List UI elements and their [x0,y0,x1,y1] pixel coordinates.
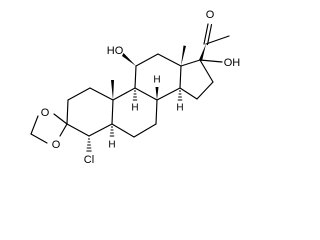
ring-b [111,87,158,138]
dioxolane-o-top-label: O [41,107,50,119]
acetyl-group [199,23,230,61]
bond-c15-c16 [196,81,214,100]
bond-c7-c8 [155,99,158,125]
hash-c9-h [132,90,138,101]
bond-c4-c5 [88,123,113,137]
chloro-label: Cl [84,154,94,166]
bond-c17-oh [199,59,223,63]
oh-11-label: HO [107,45,124,57]
bond-c13-c14 [179,65,182,89]
ring-c [134,53,182,101]
bond-c2-c3 [66,99,69,125]
wedge-c17-c20 [199,44,206,61]
wedge-c13-methyl [181,45,186,66]
ring-d [179,59,223,100]
wedge-c8-h [155,87,159,100]
bond-c20-o-a [203,23,209,45]
bond-c1-c2 [67,87,91,101]
bond-c9-c8 [134,87,158,101]
bond-c14-c15 [179,87,198,100]
bond-c20-c21 [205,35,230,45]
h-5-label: H [108,140,115,151]
bond-ch2-ch2 [30,115,39,135]
bond-c3-o2 [59,123,68,137]
bond-c8-c14 [156,87,181,101]
bond-c9-c10 [112,87,136,101]
bond-c12-c11 [135,53,159,67]
hash-c4-cl [86,138,92,152]
bond-c10-c1 [89,87,114,101]
h-9-label: H [131,103,138,114]
molecular-structure: O OH HO [30,9,241,166]
bond-c17-c13 [180,59,201,67]
bond-c6-c7 [133,123,157,138]
h-8-label: H [153,75,160,86]
bond-c11-c9 [134,65,137,89]
ring-a [66,87,114,137]
wedge-c11-oh [122,53,136,66]
bond-c5-c6 [111,123,135,138]
bond-c16-c17 [199,59,214,83]
dioxolane-o-bottom-label: O [52,139,61,151]
bond-c20-o-b [206,24,213,46]
hash-c5-h [109,126,115,137]
hash-c14-h [177,90,183,101]
bond-c3-c4 [66,123,90,137]
ketone-oxygen-label: O [206,9,215,21]
dioxolane-ring [30,113,68,144]
oh-17-label: OH [224,57,241,69]
h-14-label: H [176,103,183,114]
bond-c10-c5 [111,99,114,125]
bond-c13-c12 [157,53,182,67]
bond-ch2-o2 [30,133,48,144]
bond-c3-o1 [53,113,68,125]
wedge-c10-methyl [111,80,114,100]
